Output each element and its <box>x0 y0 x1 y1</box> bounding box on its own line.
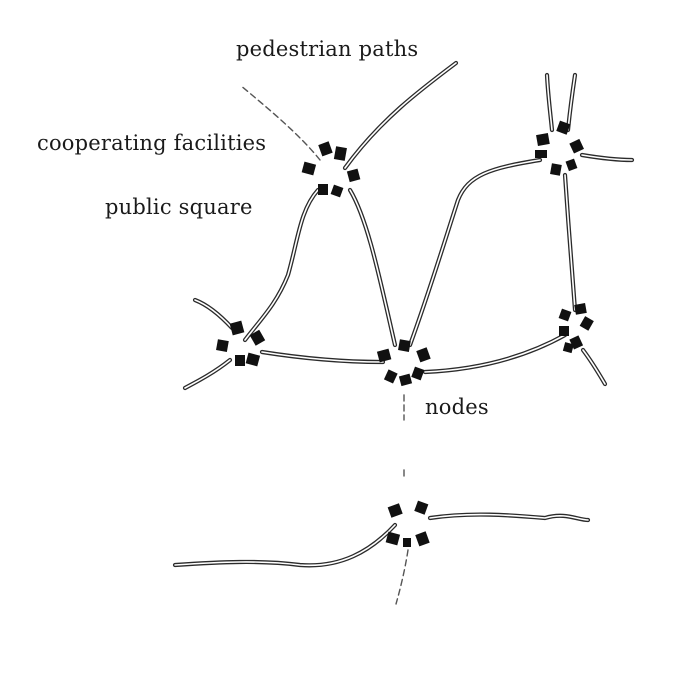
facility-building <box>556 120 571 135</box>
cooperating-facilities-label: cooperating facilities <box>37 131 267 155</box>
facility-building <box>346 168 361 183</box>
facility-building <box>536 133 550 146</box>
path-segment <box>172 522 398 568</box>
facility-building <box>535 150 547 158</box>
facility-building <box>383 369 398 384</box>
facility-building <box>414 500 429 515</box>
facility-building <box>398 373 413 387</box>
path-segment <box>259 349 386 365</box>
facility-building <box>416 347 431 363</box>
node-right <box>558 303 594 354</box>
facility-building <box>550 163 562 176</box>
facility-building <box>411 366 425 381</box>
node-top-left <box>301 141 361 198</box>
facility-building <box>415 531 430 547</box>
facility-building <box>574 303 587 315</box>
path-segment <box>395 549 409 605</box>
public-square-label: public square <box>105 195 253 219</box>
facility-building <box>216 339 229 352</box>
node-left <box>216 320 266 367</box>
facility-building <box>229 320 245 336</box>
facility-building <box>245 352 261 367</box>
node-top-right <box>535 120 584 176</box>
facility-building <box>398 339 411 352</box>
facility-building <box>569 138 584 154</box>
facility-building <box>318 141 333 157</box>
facility-building <box>403 538 411 547</box>
facility-building <box>318 184 328 195</box>
facility-building <box>301 161 317 176</box>
facility-building <box>559 326 569 336</box>
facility-building <box>376 348 392 363</box>
facility-building <box>387 503 403 518</box>
facility-building <box>385 531 401 546</box>
node-center <box>376 339 431 387</box>
facility-building <box>579 316 594 331</box>
node-bottom <box>385 500 430 547</box>
path-segment <box>347 187 398 348</box>
facility-building <box>235 355 245 366</box>
path-segment <box>192 297 235 331</box>
path-segment <box>422 332 568 375</box>
path-segment <box>342 60 459 171</box>
nodes-label: nodes <box>425 395 489 419</box>
facility-building <box>558 308 572 322</box>
pedestrian-paths <box>172 60 635 605</box>
path-segment <box>242 187 321 343</box>
facility-building <box>565 158 578 172</box>
facility-building <box>333 146 347 161</box>
facility-building <box>330 184 344 198</box>
pedestrian-paths-label: pedestrian paths <box>236 37 419 61</box>
path-segment <box>407 157 543 348</box>
facility-building <box>562 342 574 354</box>
facility-building <box>249 329 266 346</box>
path-segment <box>239 84 321 161</box>
